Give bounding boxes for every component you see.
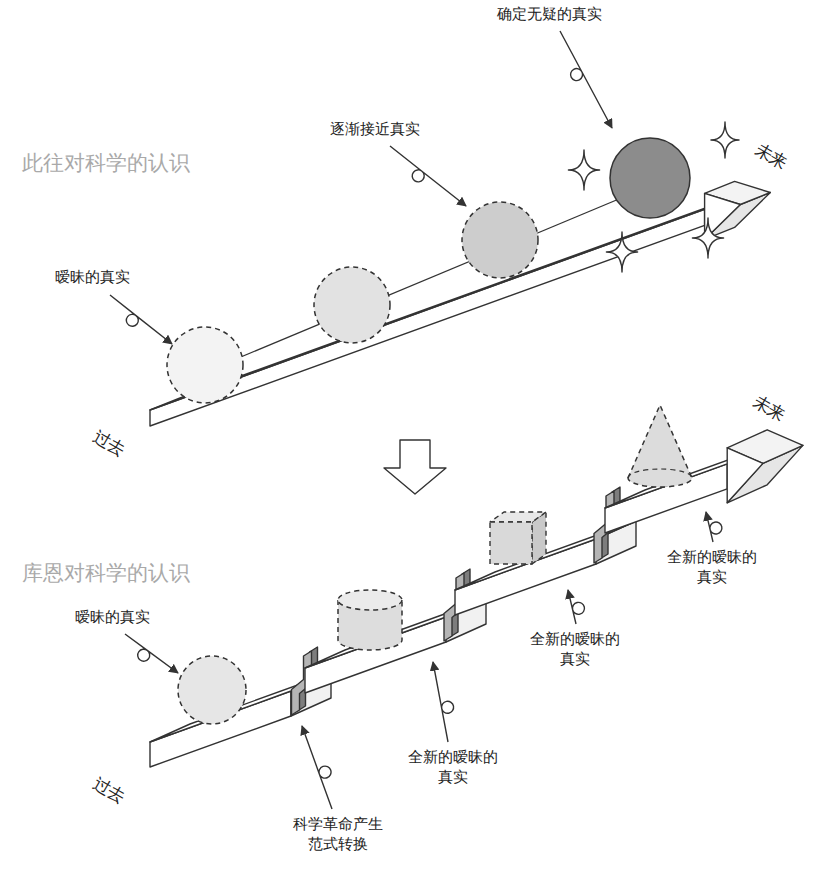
axis-start-label: 过去 <box>89 772 129 808</box>
callout-text-box: 暧昧的真实 <box>55 268 130 288</box>
axis-start-label: 过去 <box>89 425 129 461</box>
cube-front <box>490 522 532 564</box>
sparkle <box>568 150 599 190</box>
axis-end-label: 未来 <box>751 138 791 174</box>
plank <box>150 181 770 426</box>
cylinder-top <box>338 590 402 610</box>
down-arrow <box>384 440 446 494</box>
callout-text-box: 科学革命产生 范式转换 <box>290 815 386 854</box>
callout-text: 确定无疑的真实 <box>497 5 602 25</box>
cone-base-back <box>628 469 692 478</box>
callout-text: 全新的暧昧的 真实 <box>405 748 501 787</box>
sparkle <box>711 122 739 158</box>
section-heading: 库恩对科学的认识 <box>22 560 190 587</box>
callout-text-box: 逐渐接近真实 <box>330 120 420 140</box>
leader-arrow <box>110 295 172 344</box>
callout-text-box: 确定无疑的真实 <box>497 5 602 25</box>
axis-end-label-box: 未来 <box>751 138 791 174</box>
axis-end-label: 未来 <box>749 390 789 426</box>
callout-text: 科学革命产生 范式转换 <box>290 815 386 854</box>
callout-text-box: 全新的暧昧的 真实 <box>664 548 760 587</box>
callout-text-box: 全新的暧昧的 真实 <box>527 630 623 669</box>
section-heading-box: 此往对科学的认识 <box>22 150 190 177</box>
plank-top <box>150 197 735 410</box>
leader-arrow <box>433 662 454 742</box>
truth-sphere <box>462 202 538 278</box>
sparkle <box>692 218 723 258</box>
callout-text: 逐渐接近真实 <box>330 120 420 140</box>
callout-text-box: 暧昧的真实 <box>75 608 150 628</box>
plank-front <box>150 209 705 426</box>
sphere-shape <box>178 656 246 724</box>
section-heading: 此往对科学的认识 <box>22 150 190 177</box>
axis-end-label-box: 未来 <box>749 390 789 426</box>
callout-text: 暧昧的真实 <box>75 608 150 628</box>
callout-text: 全新的暧昧的 真实 <box>664 548 760 587</box>
leader-arrow <box>706 512 722 542</box>
truth-sphere <box>167 327 243 403</box>
leader-arrow <box>560 31 612 128</box>
cone-shape <box>628 405 692 487</box>
callout-text-box: 全新的暧昧的 真实 <box>405 748 501 787</box>
progress-line <box>205 186 650 372</box>
truth-sphere <box>314 267 390 343</box>
axis-start-label-box: 过去 <box>89 772 129 808</box>
arrow-head-front <box>727 448 763 503</box>
leader-arrow <box>568 590 584 624</box>
leader-arrow <box>390 146 466 206</box>
truth-sphere <box>610 138 690 218</box>
leader-arrow <box>302 726 332 809</box>
section-heading-box: 库恩对科学的认识 <box>22 560 190 587</box>
sparkle <box>606 232 637 272</box>
axis-start-label-box: 过去 <box>89 425 129 461</box>
callout-text: 暧昧的真实 <box>55 268 130 288</box>
callout-text: 全新的暧昧的 真实 <box>527 630 623 669</box>
leader-arrow <box>125 634 178 673</box>
cube-top <box>490 512 546 522</box>
